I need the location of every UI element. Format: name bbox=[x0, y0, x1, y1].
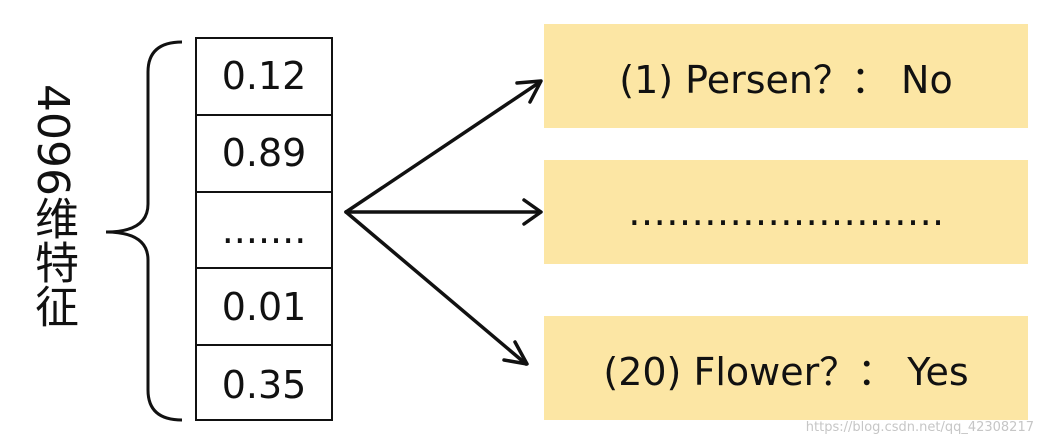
result-box-2: ……………………. bbox=[544, 160, 1028, 264]
feature-dimension-label: 4096维特征 bbox=[27, 84, 78, 328]
vector-cell: 0.89 bbox=[197, 116, 331, 193]
arrow-head-icon bbox=[522, 198, 543, 226]
vector-cell: 0.35 bbox=[221, 362, 307, 407]
watermark: https://blog.csdn.net/qq_42308217 bbox=[805, 420, 1034, 435]
vector-cell: 0.01 bbox=[197, 269, 331, 347]
arrow-to-result-1 bbox=[344, 80, 542, 214]
feature-vector: 0.12 0.89 ....... 0.01 0.35 bbox=[195, 37, 333, 421]
result-text: (20) Flower？： Yes bbox=[603, 349, 969, 394]
curly-brace-icon bbox=[105, 40, 183, 422]
result-box-1: (1) Persen？： No bbox=[544, 24, 1028, 128]
result-text: (1) Persen？： No bbox=[619, 57, 953, 102]
arrow-to-result-3 bbox=[344, 210, 528, 366]
result-text: ……………………. bbox=[627, 190, 945, 234]
vector-cell: 0.12 bbox=[197, 39, 331, 116]
arrow-head-icon bbox=[502, 340, 529, 366]
arrow-head-icon bbox=[515, 79, 543, 104]
result-box-3: (20) Flower？： Yes bbox=[544, 316, 1028, 420]
vector-cell: ....... bbox=[197, 193, 331, 270]
